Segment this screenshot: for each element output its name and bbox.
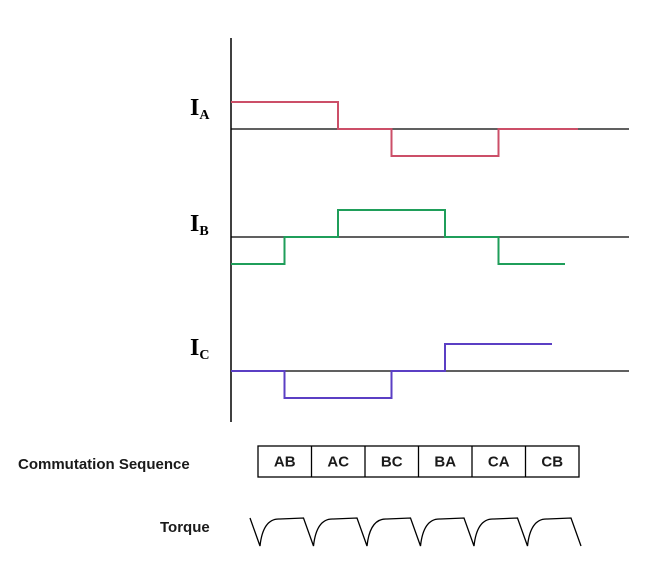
signal-label-ia: IA	[190, 95, 210, 123]
commutation-step-ca: CA	[488, 454, 510, 471]
signal-row-ib: IB	[190, 209, 629, 265]
phase-current-waveform-ic	[231, 343, 552, 399]
signal-row-ia: IA	[190, 95, 629, 157]
commutation-step-cb: CB	[541, 454, 563, 471]
signal-label-ic: IC	[190, 335, 209, 363]
signal-label-ib: IB	[190, 211, 209, 239]
commutation-step-ab: AB	[274, 454, 296, 471]
phase-current-waveform-ia	[231, 101, 578, 157]
commutation-step-ac: AC	[327, 454, 349, 471]
signal-row-ic: IC	[190, 335, 629, 399]
commutation-step-ba: BA	[434, 454, 456, 471]
commutation-sequence-label: Commutation Sequence	[18, 456, 190, 473]
commutation-step-bc: BC	[381, 454, 403, 471]
phase-current-waveform-ib	[231, 209, 565, 265]
torque-ripple-waveform	[249, 517, 582, 547]
commutation-sequence-boxes: AB AC BC BA CA CB	[257, 445, 580, 478]
torque-label: Torque	[160, 519, 210, 536]
